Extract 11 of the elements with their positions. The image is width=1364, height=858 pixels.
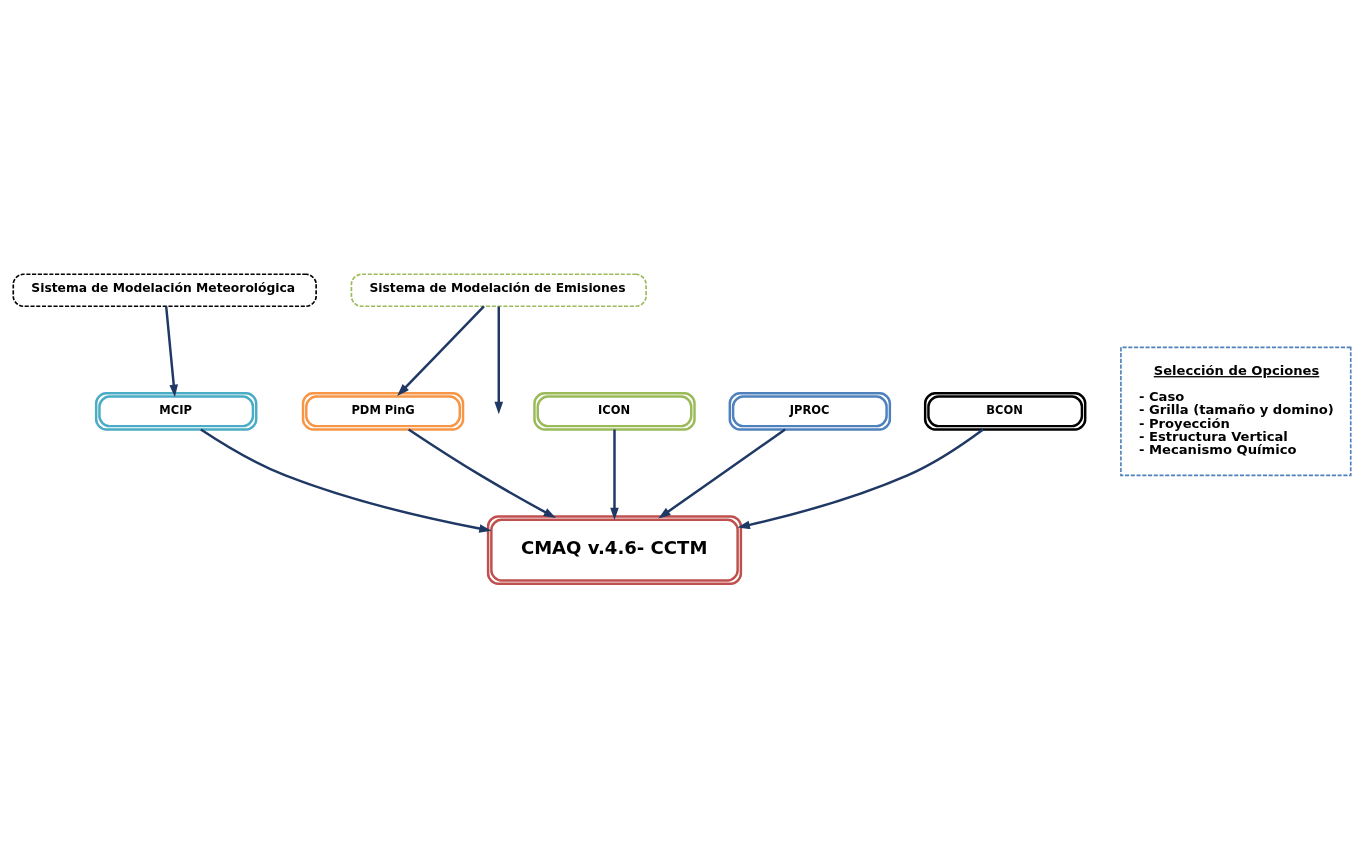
- arrow: [407, 428, 556, 519]
- arrow: [658, 428, 786, 519]
- arrow: [494, 306, 504, 415]
- node-box: Selección de Opciones - Caso - Grilla (tamaño y domino) - Proyección - Estructura Vertical - Mecanismo Químico: [1120, 346, 1352, 477]
- arrow: [200, 428, 492, 533]
- arrow: [164, 306, 178, 397]
- arrow: [737, 428, 984, 530]
- node-box: Sistema de Modelación Meteorológica: [12, 273, 317, 308]
- node-box: Sistema de Modelación de Emisiones: [350, 273, 647, 308]
- arrow: [397, 305, 485, 396]
- arrow: [610, 429, 619, 521]
